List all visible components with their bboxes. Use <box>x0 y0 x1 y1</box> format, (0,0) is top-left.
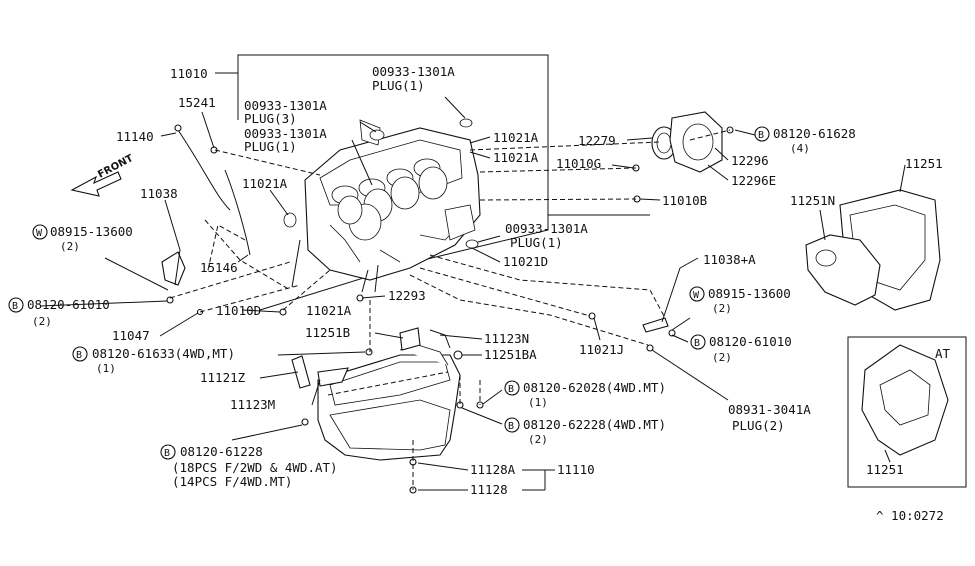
label-15241: 15241 <box>178 95 216 110</box>
label-11123M: 11123M <box>230 397 275 412</box>
bolt-heads <box>166 126 734 494</box>
label-11121Z: 11121Z <box>200 370 246 385</box>
label-b08120-61633: 08120-61633(4WD,MT) <box>92 346 235 361</box>
oil-strainer-pipe <box>399 327 463 360</box>
label-11021A-mid: 11021A <box>242 176 288 191</box>
label-11251-at: 11251 <box>866 462 904 477</box>
label-00933-1301A-plug1: 00933-1301A <box>244 126 327 141</box>
label-b08120-61010-left: 08120-61010 <box>27 297 110 312</box>
label-11251N: 11251N <box>790 193 835 208</box>
seal-retainer <box>669 111 723 173</box>
oil-strainer <box>291 355 349 389</box>
label-11047: 11047 <box>112 328 150 343</box>
washer-marker: W <box>36 228 43 239</box>
label-11140: 11140 <box>116 129 154 144</box>
label-11038: 11038 <box>140 186 178 201</box>
label-12293: 12293 <box>388 288 426 303</box>
at-inset-box <box>847 336 967 488</box>
qty-b08120-62028: (1) <box>528 396 548 409</box>
label-11021A-upper2: 11021A <box>493 150 539 165</box>
label-11021A-upper1: 11021A <box>493 130 539 145</box>
label-00933-1301A-right: 00933-1301A <box>505 221 588 236</box>
qty-w08915-right: (2) <box>712 302 732 315</box>
alignment-lines <box>169 129 731 490</box>
label-11128A: 11128A <box>470 462 516 477</box>
bolt-marker: B <box>508 384 514 395</box>
at-rear-plate <box>861 344 949 456</box>
label-11021A-low: 11021A <box>306 303 352 318</box>
rear-plate-11251N <box>805 234 881 306</box>
catalog-number: ^ 10:0272 <box>876 508 944 523</box>
leader-lines <box>39 96 906 491</box>
oil-pan <box>317 344 461 461</box>
note-b08120-61228-1: (18PCS F/2WD & 4WD.AT) <box>172 460 338 475</box>
label-11251: 11251 <box>905 156 943 171</box>
label-b08120-61628: 08120-61628 <box>773 126 856 141</box>
bolt-marker: B <box>694 338 700 349</box>
qty-b08120-61010-left: (2) <box>32 315 52 328</box>
label-00933-1301A-plug3: 00933-1301A <box>244 98 327 113</box>
bolt-marker: B <box>12 301 18 312</box>
block-group-bracket <box>215 54 650 311</box>
qty-w08915-left: (2) <box>60 240 80 253</box>
dipstick-guide <box>174 124 251 256</box>
marker-letters: W B B B B B B W B <box>12 130 764 459</box>
bolt-marker: B <box>76 350 82 361</box>
label-11021D: 11021D <box>503 254 548 269</box>
label-11123N: 11123N <box>484 331 529 346</box>
qty-b08120-62228: (2) <box>528 433 548 446</box>
label-11251B: 11251B <box>305 325 350 340</box>
label-b08120-62228: 08120-62228(4WD.MT) <box>523 417 666 432</box>
label-12296E: 12296E <box>731 173 776 188</box>
label-12279: 12279 <box>578 133 616 148</box>
label-11038A: 11038+A <box>703 252 756 267</box>
label-08931-3041A: 08931-3041A <box>728 402 811 417</box>
front-arrow-icon <box>70 171 122 197</box>
label-w08915-13600-left: 08915-13600 <box>50 224 133 239</box>
cylinder-block <box>283 118 481 281</box>
qty-b08120-61010-right: (2) <box>712 351 732 364</box>
label-11010G: 11010G <box>556 156 601 171</box>
plug-qty-08931: PLUG(2) <box>732 418 785 433</box>
dipstick-bracket-right <box>642 317 669 333</box>
label-w08915-13600-right: 08915-13600 <box>708 286 791 301</box>
plug-qty-top: PLUG(1) <box>372 78 425 93</box>
plug-qty-1: PLUG(1) <box>244 139 297 154</box>
marker-circles <box>8 126 770 460</box>
label-15146: 15146 <box>200 260 238 275</box>
part-labels: 11010 15241 11140 11038 08915-13600 (2) … <box>27 64 951 523</box>
label-11010D: 11010D <box>216 303 261 318</box>
at-label: AT <box>935 346 951 361</box>
bracket-11038 <box>161 251 186 286</box>
plug-qty-right: PLUG(1) <box>510 235 563 250</box>
label-b08120-62028: 08120-62028(4WD.MT) <box>523 380 666 395</box>
label-11110: 11110 <box>557 462 595 477</box>
label-11010: 11010 <box>170 66 208 81</box>
label-11021J: 11021J <box>579 342 624 357</box>
washer-marker: W <box>693 290 700 301</box>
plug-qty-3: PLUG(3) <box>244 111 297 126</box>
bolt-marker: B <box>164 448 170 459</box>
label-b08120-61010-right: 08120-61010 <box>709 334 792 349</box>
label-11010B: 11010B <box>662 193 707 208</box>
label-11251BA: 11251BA <box>484 347 537 362</box>
note-b08120-61228-2: (14PCS F/4WD.MT) <box>172 474 292 489</box>
label-11128: 11128 <box>470 482 508 497</box>
label-00933-1301A-top: 00933-1301A <box>372 64 455 79</box>
label-12296: 12296 <box>731 153 769 168</box>
bolt-marker: B <box>508 421 514 432</box>
qty-b08120-61633: (1) <box>96 362 116 375</box>
qty-b08120-61628: (4) <box>790 142 810 155</box>
label-b08120-61228: 08120-61228 <box>180 444 263 459</box>
bolt-marker: B <box>758 130 764 141</box>
